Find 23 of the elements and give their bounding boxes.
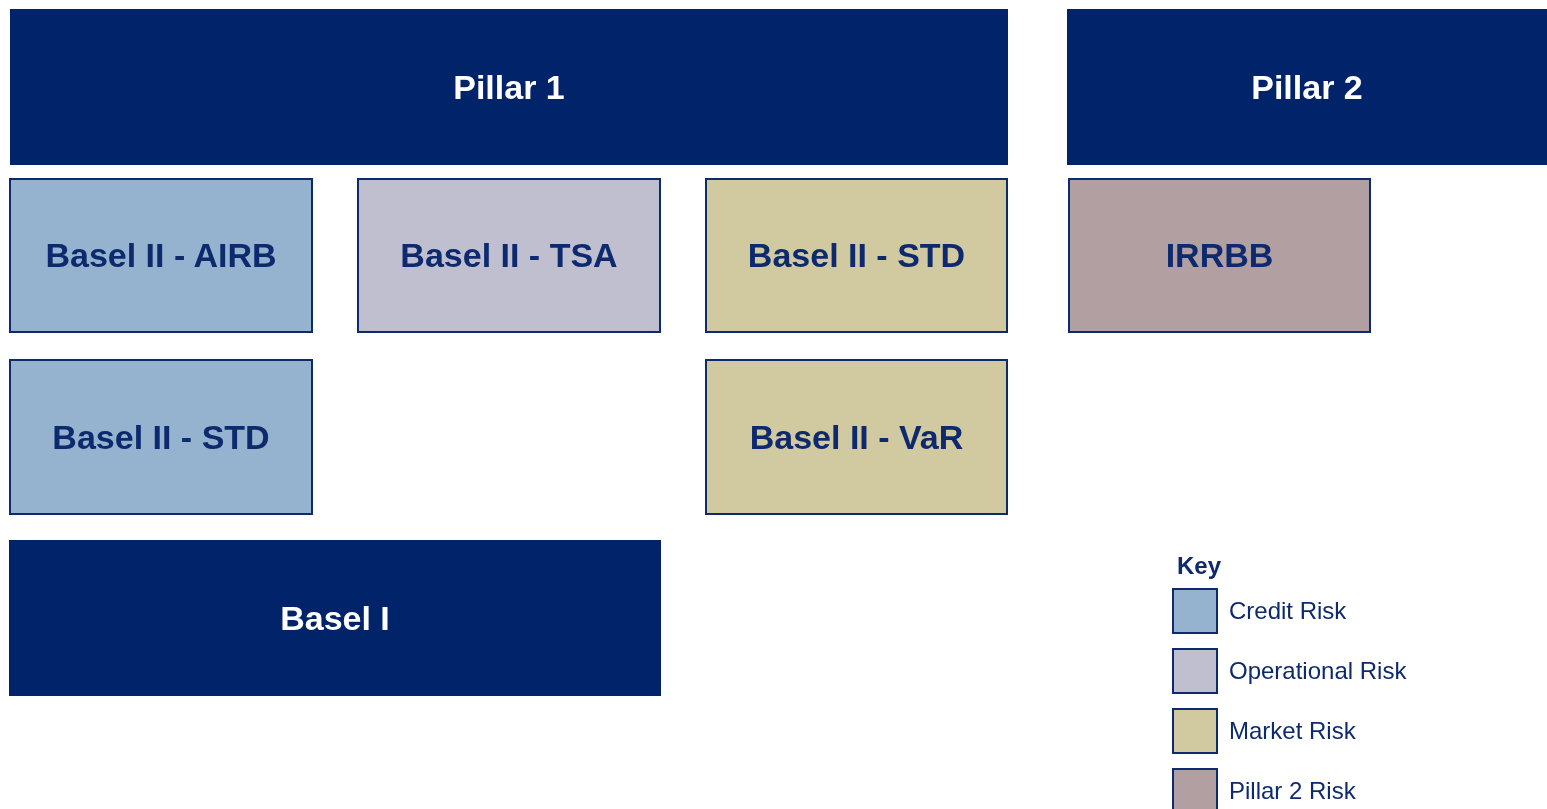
box-label: Basel II - STD	[747, 235, 966, 276]
category-box	[357, 178, 661, 333]
box-label: Basel II - VaR	[749, 416, 964, 458]
header-bar	[10, 9, 1008, 165]
box-label: Pillar 2	[1251, 66, 1363, 108]
category-box	[705, 178, 1008, 333]
header-bar	[1067, 9, 1547, 165]
box-label: Pillar 1	[453, 66, 565, 108]
legend-label: Credit Risk	[1229, 596, 1347, 626]
box-label: IRRBB	[1165, 235, 1274, 276]
category-box	[705, 359, 1008, 515]
category-box	[9, 359, 313, 515]
legend-label: Market Risk	[1229, 716, 1356, 746]
legend-label: Pillar 2 Risk	[1229, 776, 1356, 806]
category-box	[1068, 178, 1371, 333]
box-label: Basel I	[280, 597, 390, 639]
header-bar	[9, 540, 661, 696]
legend-label: Operational Risk	[1229, 656, 1407, 686]
legend-title: Key	[1177, 551, 1222, 581]
box-label: Basel II - TSA	[400, 235, 618, 276]
box-label: Basel II - AIRB	[45, 235, 277, 276]
category-box	[9, 178, 313, 333]
box-label: Basel II - STD	[52, 416, 270, 458]
